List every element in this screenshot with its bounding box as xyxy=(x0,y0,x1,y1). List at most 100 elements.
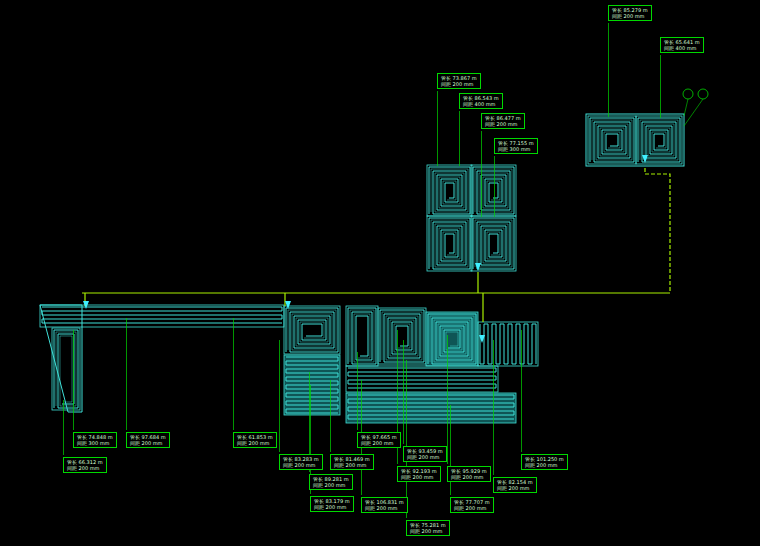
pipe-spec: 间距 200 mm xyxy=(130,440,166,446)
room-zone xyxy=(284,306,340,354)
heating-pipe xyxy=(640,120,678,160)
pipe-spec: 管长 85.279 m xyxy=(612,7,648,13)
pipe-spec: 管长 74.848 m xyxy=(77,434,113,440)
callout-box: 管长 66.312 m间距 200 mm xyxy=(63,457,107,473)
pipe-spec: 间距 200 mm xyxy=(497,485,533,491)
room-outline xyxy=(40,305,82,412)
pipe-spec: 间距 200 mm xyxy=(407,454,443,460)
pipe-spec: 间距 200 mm xyxy=(283,462,319,468)
pipe-spec: 间距 200 mm xyxy=(334,462,370,468)
pipe-spec: 间距 400 mm xyxy=(463,101,499,107)
callout-box: 管长 77.707 m间距 200 mm xyxy=(450,497,494,513)
heating-pipe xyxy=(638,118,680,162)
pipe-spec: 间距 200 mm xyxy=(485,121,521,127)
callout-box: 管长 75.281 m间距 200 mm xyxy=(406,520,450,536)
heating-pipe xyxy=(431,220,468,267)
heating-pipe xyxy=(348,395,514,419)
heating-pipe xyxy=(286,308,338,352)
heating-pipe xyxy=(288,310,336,350)
pipe-spec: 管长 81.469 m xyxy=(334,456,370,462)
pipe-spec: 管长 77.707 m xyxy=(454,499,490,505)
room-zone xyxy=(346,306,378,366)
pipe-spec: 间距 200 mm xyxy=(314,504,350,510)
pipe-spec: 管长 101.250 m xyxy=(525,456,564,462)
room-zone xyxy=(346,393,516,423)
pipe-spec: 管长 106.831 m xyxy=(365,499,404,505)
room-zone xyxy=(636,116,682,164)
callout-box: 管长 97.665 m间距 200 mm xyxy=(357,432,401,448)
heating-pipe xyxy=(590,118,634,162)
room-zone xyxy=(471,165,516,216)
supply-mains xyxy=(82,168,670,322)
callout-box: 管长 95.929 m间距 200 mm xyxy=(447,466,491,482)
pipe-spec: 管长 75.281 m xyxy=(410,522,446,528)
pipe-spec: 管长 86.477 m xyxy=(485,115,521,121)
heating-pipe xyxy=(473,167,514,214)
room-zone xyxy=(478,322,538,366)
heating-pipe xyxy=(428,314,476,364)
pipe-spec: 管长 92.193 m xyxy=(401,468,437,474)
heating-pipe xyxy=(56,332,76,406)
pipe-spec: 管长 82.154 m xyxy=(497,479,533,485)
manifold-symbols xyxy=(83,89,708,343)
callout-box: 管长 83.179 m间距 200 mm xyxy=(310,496,354,512)
callout-box: 管长 65.641 m间距 400 mm xyxy=(660,37,704,53)
pipe-spec: 管长 95.929 m xyxy=(451,468,487,474)
room-zone xyxy=(427,216,472,271)
room-zone xyxy=(52,328,80,410)
callout-box: 管长 61.853 m间距 200 mm xyxy=(233,432,277,448)
pipe-spec: 间距 200 mm xyxy=(237,440,273,446)
heating-pipe xyxy=(475,220,512,267)
room-zone xyxy=(426,312,478,366)
pipe-spec: 间距 200 mm xyxy=(365,505,404,511)
room-zone xyxy=(346,366,498,392)
callout-box: 管长 83.283 m间距 200 mm xyxy=(279,454,323,470)
pipe-spec: 间距 400 mm xyxy=(664,45,700,51)
heating-pipe xyxy=(473,218,514,269)
pipe-spec: 管长 83.179 m xyxy=(314,498,350,504)
room-zone xyxy=(588,116,636,164)
pipe-spec: 间距 300 mm xyxy=(498,146,534,152)
callout-box: 管长 93.459 m间距 200 mm xyxy=(403,446,447,462)
pipe-spec: 管长 83.283 m xyxy=(283,456,319,462)
pipe-coils xyxy=(40,114,684,423)
heating-pipe xyxy=(429,167,470,214)
callout-box: 管长 86.477 m间距 200 mm xyxy=(481,113,525,129)
callout-box: 管长 92.193 m间距 200 mm xyxy=(397,466,441,482)
pipe-spec: 间距 200 mm xyxy=(67,465,103,471)
heating-pipe xyxy=(480,324,536,364)
pipe-spec: 间距 200 mm xyxy=(454,505,490,511)
pipe-spec: 间距 200 mm xyxy=(525,462,564,468)
heating-pipe xyxy=(430,316,474,362)
callout-box: 管长 74.848 m间距 300 mm xyxy=(73,432,117,448)
heating-pipe xyxy=(431,169,468,212)
callout-box: 管长 77.155 m间距 300 mm xyxy=(494,138,538,154)
pipe-spec: 间距 200 mm xyxy=(401,474,437,480)
room-outline xyxy=(586,114,684,166)
callout-box: 管长 82.154 m间距 200 mm xyxy=(493,477,537,493)
pipe-spec: 管长 97.665 m xyxy=(361,434,397,440)
callout-box: 管长 97.684 m间距 200 mm xyxy=(126,432,170,448)
pipe-spec: 管长 65.641 m xyxy=(664,39,700,45)
pipe-spec: 管长 73.867 m xyxy=(441,75,477,81)
callout-box: 管长 86.543 m间距 400 mm xyxy=(459,93,503,109)
callout-box: 管长 81.469 m间距 200 mm xyxy=(330,454,374,470)
pipe-spec: 间距 200 mm xyxy=(441,81,477,87)
heating-pipe xyxy=(348,308,376,364)
heating-pipe xyxy=(54,330,78,408)
heating-pipe xyxy=(429,218,470,269)
pipe-spec: 间距 300 mm xyxy=(77,440,113,446)
pipe-spec: 管长 97.684 m xyxy=(130,434,166,440)
pipe-spec: 间距 200 mm xyxy=(313,482,349,488)
callout-box: 管长 101.250 m间距 200 mm xyxy=(521,454,568,470)
heating-pipe xyxy=(380,310,424,362)
pipe-spec: 管长 86.543 m xyxy=(463,95,499,101)
heating-pipe xyxy=(350,310,374,362)
heating-pipe xyxy=(42,307,282,323)
leader-lines xyxy=(64,23,661,518)
pipe-spec: 管长 61.853 m xyxy=(237,434,273,440)
room-zone xyxy=(284,355,340,415)
callout-box: 管长 73.867 m间距 200 mm xyxy=(437,73,481,89)
pipe-spec: 间距 200 mm xyxy=(451,474,487,480)
